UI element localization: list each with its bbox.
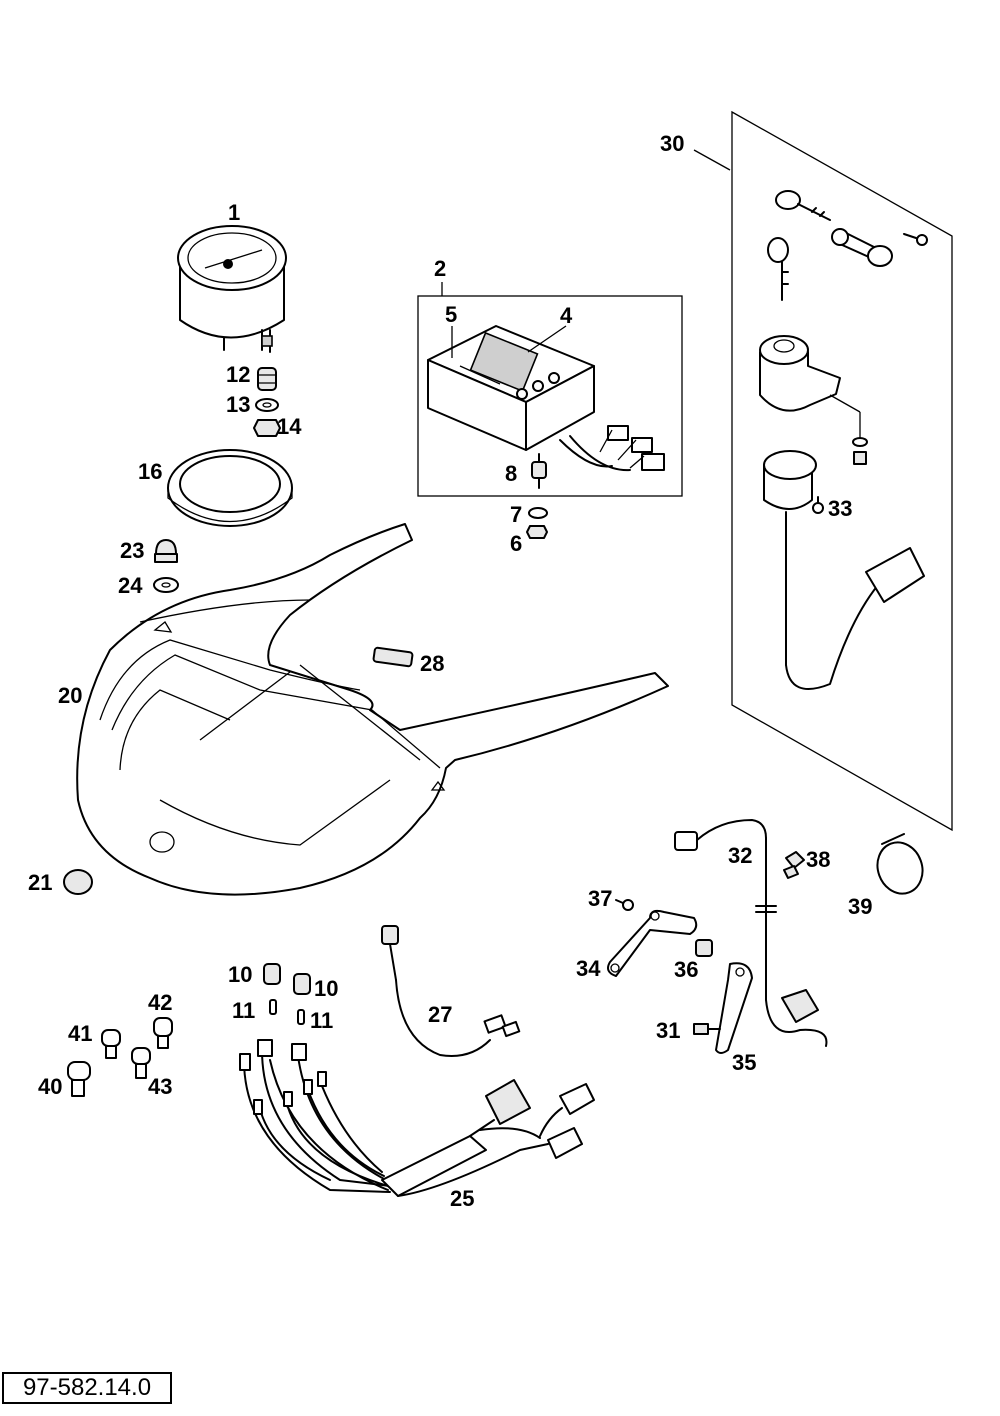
part-25-wiring-harness [239,1039,595,1197]
part-34-bracket [607,909,698,977]
part-28-emblem [372,646,414,668]
callout-labels: 1 2 5 4 8 7 6 12 13 14 16 23 24 28 20 21… [28,131,872,1211]
drawing-number-box: 97-582.14.0 [2,1372,172,1404]
callout-41: 41 [68,1021,92,1046]
callout-32: 32 [728,843,752,868]
callout-12: 12 [226,362,250,387]
part-23-acorn-nut [154,539,178,563]
part-14-nut [253,419,281,437]
part-43-lamp [131,1047,151,1079]
callout-37: 37 [588,886,612,911]
part-2-unit-frame [417,282,683,497]
callout-40: 40 [38,1074,62,1099]
part-35-holder [715,962,753,1054]
part-11-bulb-right [297,1009,305,1025]
callout-20: 20 [58,683,82,708]
callout-14: 14 [277,414,302,439]
callout-6: 6 [510,531,522,556]
callout-4: 4 [560,303,573,328]
callout-16: 16 [138,459,162,484]
part-36-spacer [695,939,713,957]
callout-24: 24 [118,573,143,598]
leader-lines [451,325,567,358]
part-39-cable-tie [876,833,924,895]
part-24-washer [153,577,179,593]
part-20-fairing [76,523,669,896]
callout-2: 2 [434,256,446,281]
part-32-sensor-cable [674,819,828,1047]
part-40-lamp [67,1061,91,1097]
callout-36: 36 [674,957,698,982]
callout-38: 38 [806,847,830,872]
part-21-plug [63,869,93,895]
callout-10-left: 10 [228,962,252,987]
callout-30: 30 [660,131,684,156]
part-27-speedometer-cable [381,925,521,1057]
part-41-lamp [101,1029,121,1059]
part-7-washer [528,507,548,519]
callout-34: 34 [576,956,601,981]
part-31-screw [693,1023,721,1035]
callout-42: 42 [148,990,172,1015]
part-4-5-control-unit [427,325,665,472]
part-42-lamp [153,1017,173,1049]
callout-10-right: 10 [314,976,338,1001]
part-10-bulb-socket-left [263,963,281,985]
callout-27: 27 [428,1002,452,1027]
callout-21: 21 [28,870,52,895]
callout-33: 33 [828,496,852,521]
part-38-clip [783,851,805,879]
callout-7: 7 [510,502,522,527]
callout-39: 39 [848,894,872,919]
part-1-speedometer [177,225,287,353]
part-8-rubber-mount [531,453,547,489]
callout-31: 31 [656,1018,680,1043]
part-30-ignition-set [693,110,953,832]
part-37-screw [615,899,634,911]
callout-23: 23 [120,538,144,563]
part-16-ring [167,449,293,527]
callout-25: 25 [450,1186,474,1211]
part-33-screw [812,496,824,514]
callout-13: 13 [226,392,250,417]
callout-1: 1 [228,200,240,225]
callout-11-left: 11 [232,998,255,1023]
callout-28: 28 [420,651,444,676]
callout-43: 43 [148,1074,172,1099]
part-11-bulb-left [269,999,277,1015]
callout-11-right: 11 [310,1008,333,1033]
callout-8: 8 [505,461,517,486]
callout-5: 5 [445,302,457,327]
part-12-grommet [257,367,277,391]
part-6-nut [526,525,548,539]
callout-35: 35 [732,1050,756,1075]
part-10-bulb-socket-right [293,973,311,995]
part-13-washer [255,398,279,412]
